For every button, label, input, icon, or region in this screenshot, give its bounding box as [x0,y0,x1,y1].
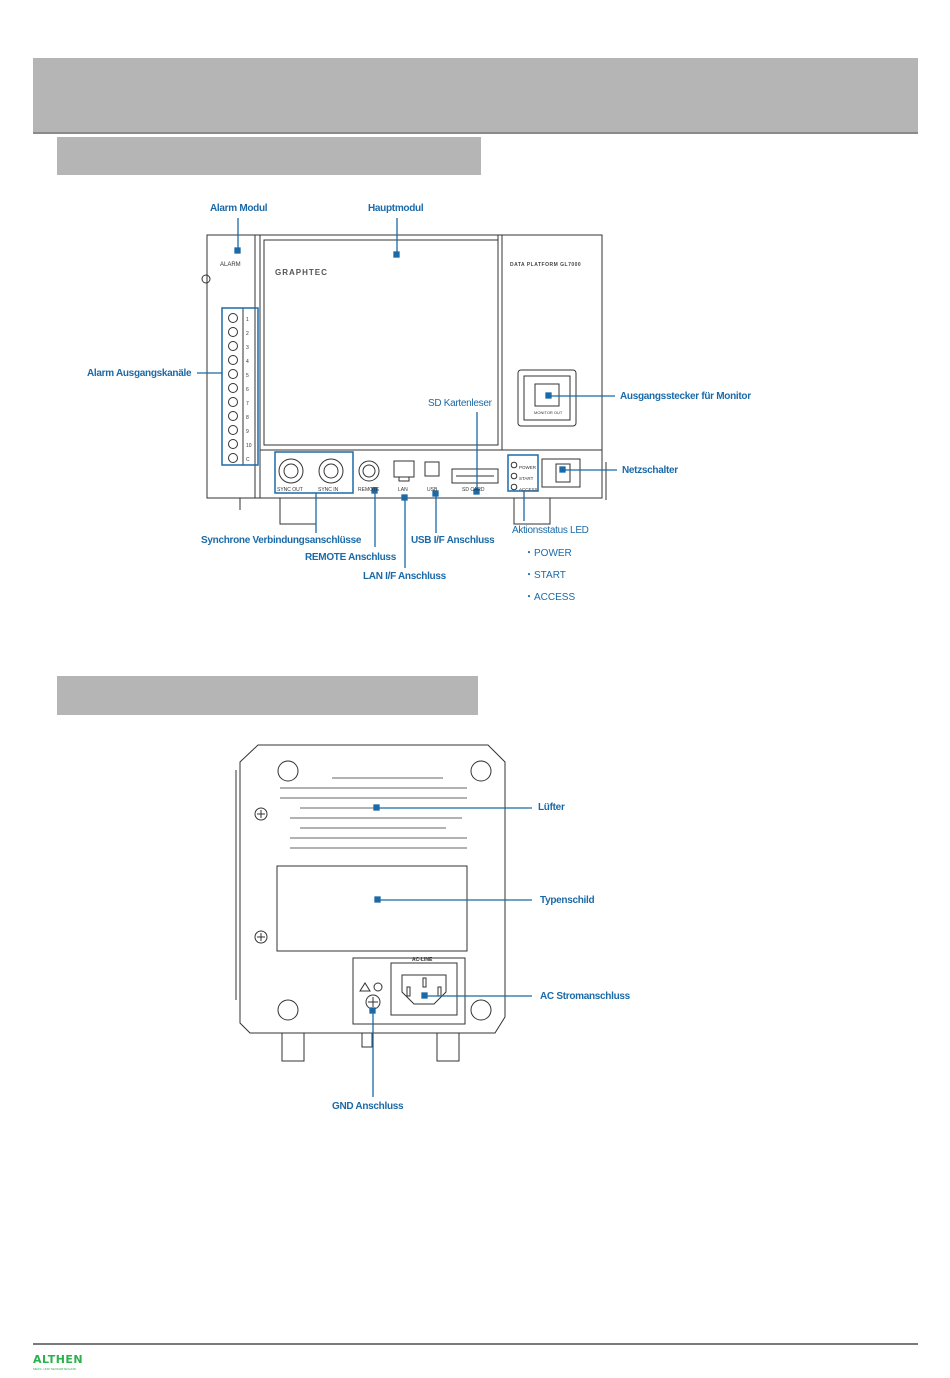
sync-in-text: SYNC IN [318,487,339,493]
led-power-text: POWER [519,465,537,470]
footer-divider [33,1343,918,1345]
remote-text: REMOTE [358,487,380,493]
channel-8: 8 [246,415,249,421]
channel-3: 3 [246,345,249,351]
label-ac-power: AC Stromanschluss [540,991,630,1002]
alarm-module-text: ALARM [220,262,241,268]
label-power-switch: Netzschalter [622,465,678,476]
led-labels: POWER START ACCESS [519,462,538,495]
section-bar-front [57,137,481,175]
label-sync-ports: Synchrone Verbindungsanschlüsse [201,535,362,546]
label-alarm-module: Alarm Modul [210,203,268,214]
althen-logo-subtitle: MESS- UND SENSORTECHNIK [33,1367,77,1371]
label-fan: Lüfter [538,802,565,813]
label-monitor-out: Ausgangsstecker für Monitor [620,391,751,402]
label-remote-port: REMOTE Anschluss [305,552,396,563]
channel-1: 1 [246,317,249,323]
label-main-module: Hauptmodul [368,203,424,214]
ac-line-text: AC-LINE [412,957,433,963]
led-bullet-list: ・POWER ・START ・ACCESS [524,544,575,610]
althen-logo: ALTHEN [33,1353,84,1366]
bullet-start: ・START [524,570,566,581]
channel-9: 9 [246,429,249,435]
bullet-access: ・ACCESS [524,592,576,603]
channel-2: 2 [246,331,249,337]
section-bar-back [57,676,478,715]
alarm-terminals [228,313,238,463]
usb-text: USB [427,487,438,493]
page-header-bar [33,58,918,134]
brand-logo-text: GRAPHTEC [275,268,328,277]
label-gnd: GND Anschluss [332,1101,404,1112]
back-view-diagram [235,744,532,1097]
channel-c: C [246,457,250,463]
monitor-out-text: MONITOR OUT [534,410,563,415]
label-sd-reader: SD Kartenleser [428,398,492,409]
label-lan-port: LAN I/F Anschluss [363,571,446,582]
channel-10: 10 [246,443,252,449]
channel-numbers: 1 2 3 4 5 6 7 8 9 10 C [246,313,252,467]
label-usb-port: USB I/F Anschluss [411,535,495,546]
channel-4: 4 [246,359,249,365]
model-text: DATA PLATFORM GL7000 [510,262,582,268]
label-status-led: Aktionsstatus LED [512,525,589,536]
channel-7: 7 [246,401,249,407]
led-start-text: START [519,476,534,481]
channel-6: 6 [246,387,249,393]
label-alarm-outputs: Alarm Ausgangskanäle [87,368,192,379]
label-nameplate: Typenschild [540,895,595,906]
channel-5: 5 [246,373,249,379]
front-view-diagram [197,218,617,568]
lan-text: LAN [398,487,408,493]
sd-card-text: SD CARD [462,487,485,493]
led-access-text: ACCESS [519,487,538,492]
sync-out-text: SYNC OUT [277,487,303,493]
bullet-power: ・POWER [524,548,572,559]
